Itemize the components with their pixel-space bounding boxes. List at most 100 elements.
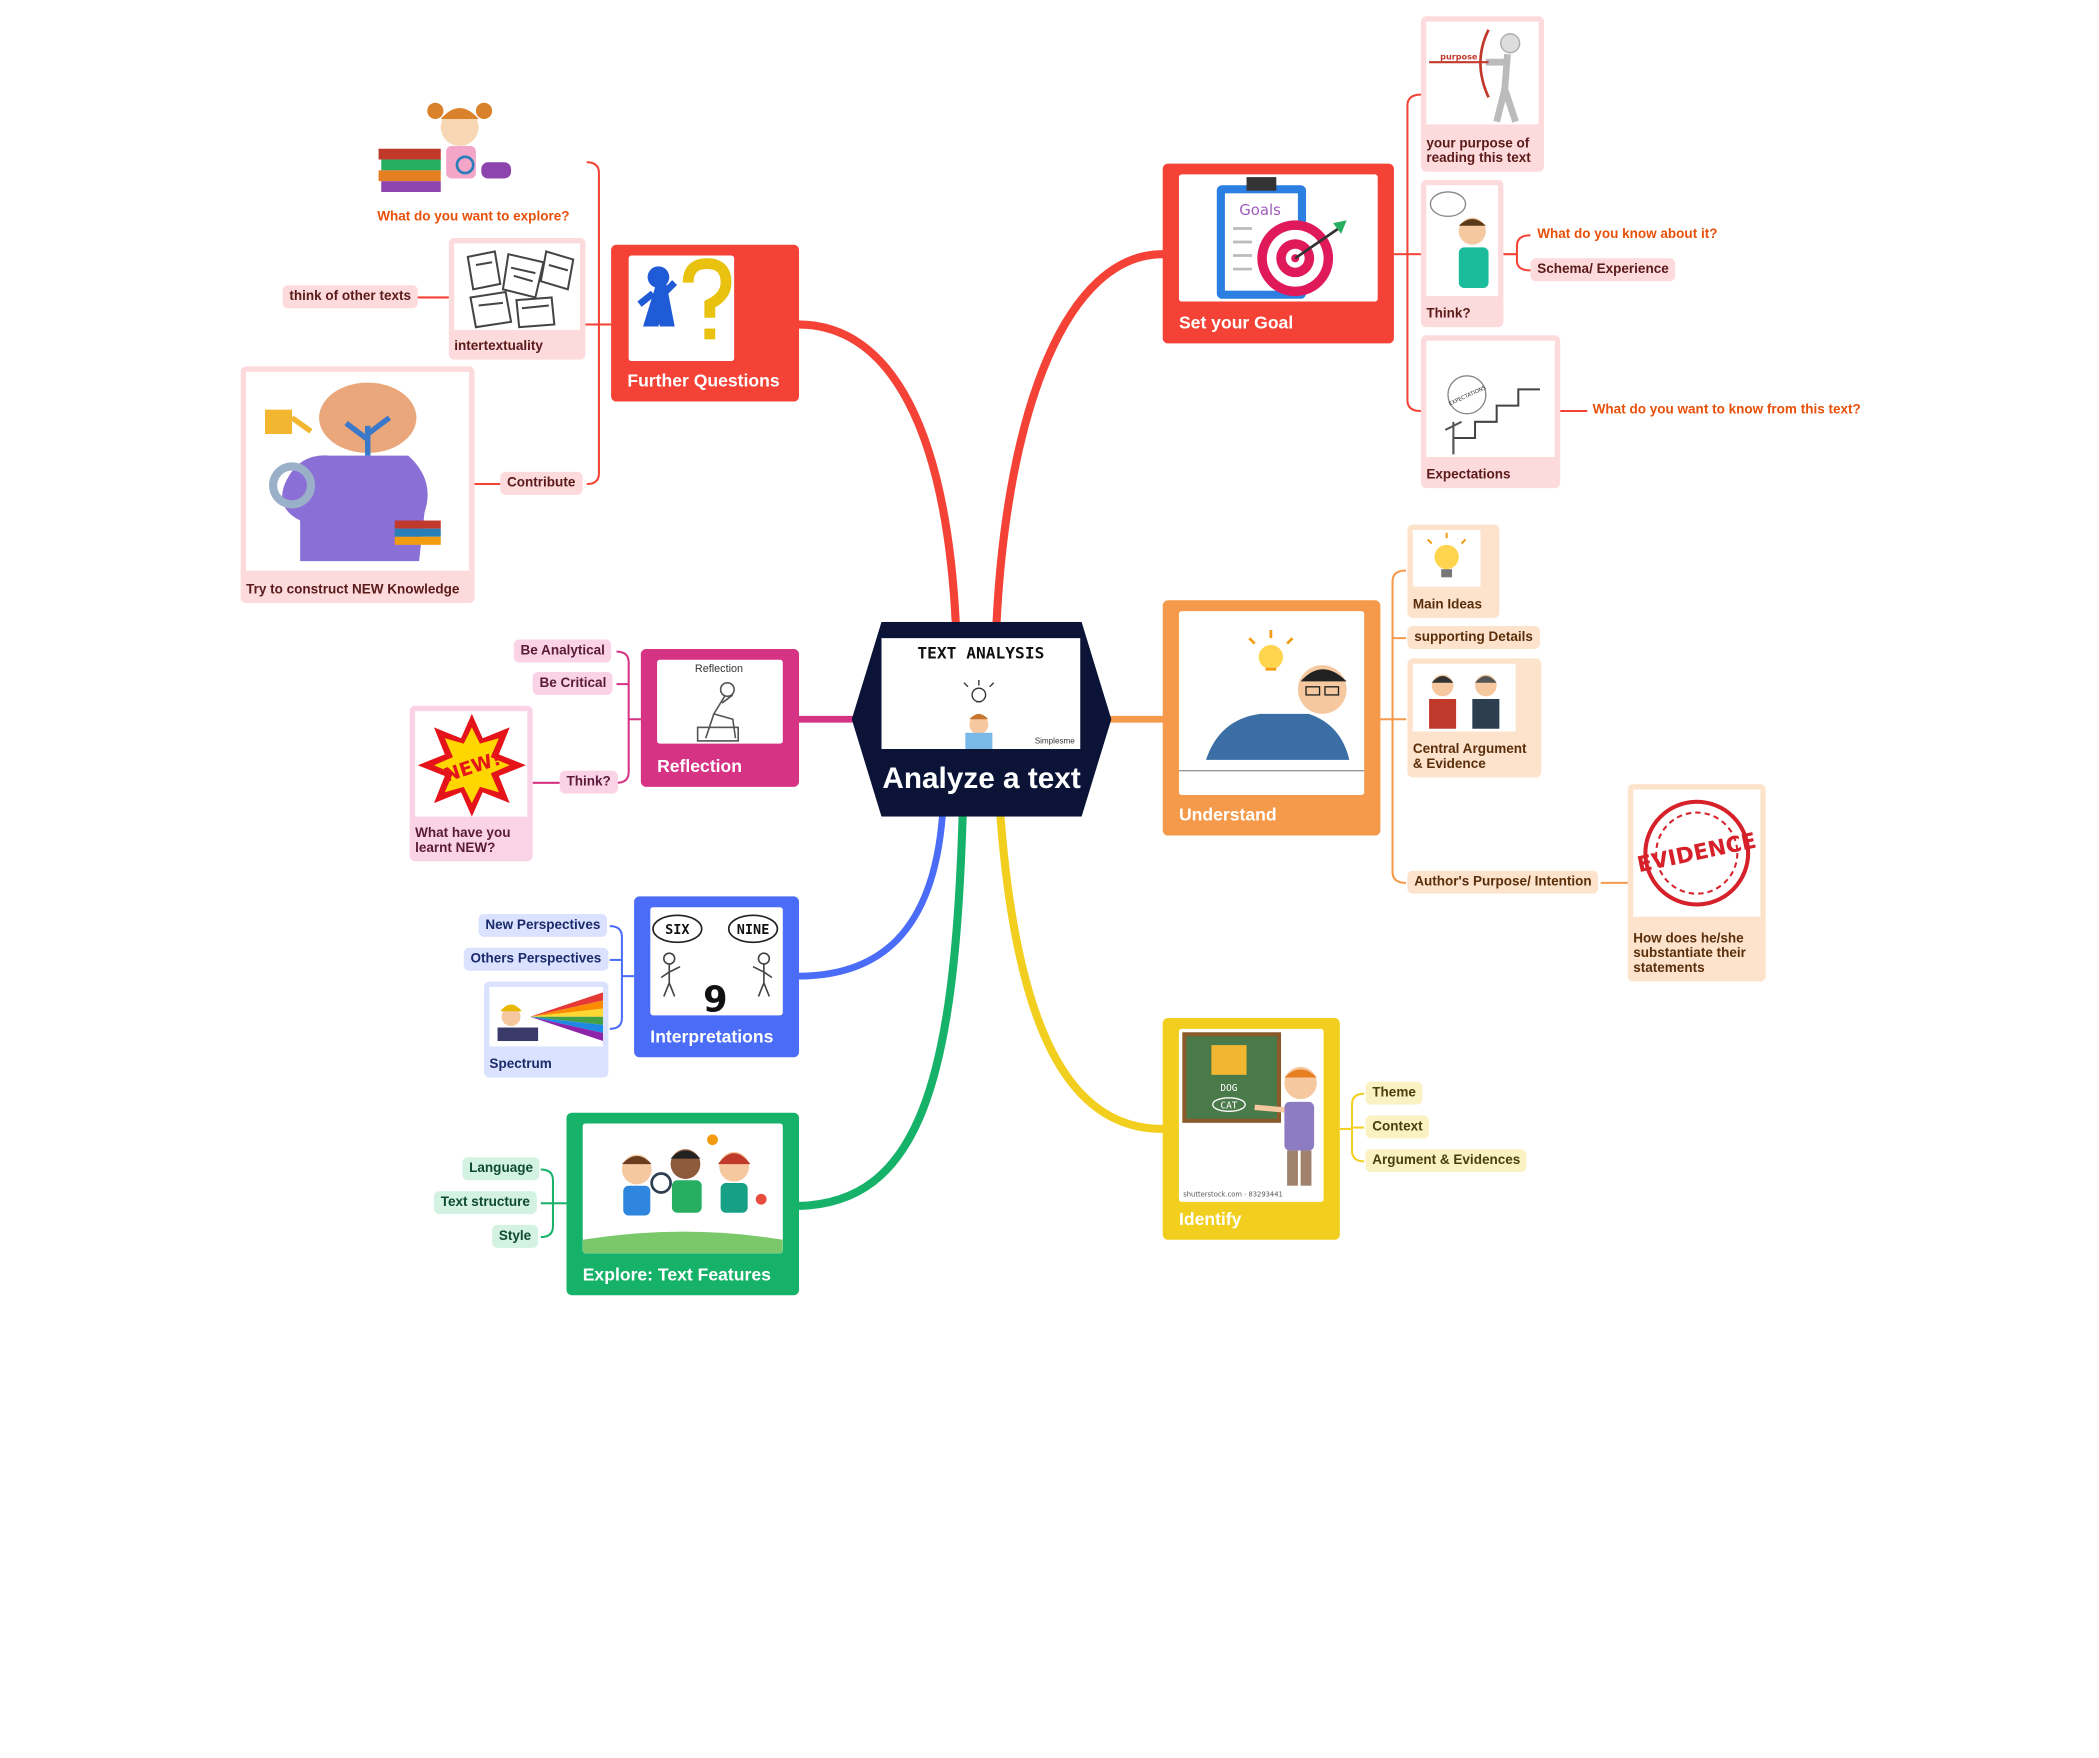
pill-text-structure[interactable]: Text structure [433,1191,537,1215]
kids-exploring-icon [582,1134,783,1254]
node-further-questions[interactable]: Further Questions [611,244,800,402]
interpretations-image: SIX NINE 6 [650,907,783,1016]
thinker-statue-icon [696,681,740,742]
further-questions-title: Further Questions [627,370,780,391]
construct-knowledge-label: Try to construct NEW Knowledge [246,582,460,598]
main-ideas-image [1412,529,1481,587]
text-collage-icon [466,250,575,329]
person-question-mark-icon [637,258,732,340]
evidence-stamp-text: EVIDENCE [1635,829,1759,879]
goal-think-label: Think? [1426,306,1471,322]
cat-word: CAT [1220,1101,1237,1112]
card-main-ideas[interactable]: Main Ideas [1407,524,1500,618]
purpose-label: your purpose of reading this text [1426,136,1531,167]
pill-argument-evidences[interactable]: Argument & Evidences [1365,1149,1528,1173]
note-know-from-text[interactable]: What do you want to know from this text? [1592,402,1861,418]
evidence-stamp-icon: EVIDENCE [1635,799,1759,907]
pill-others-perspectives[interactable]: Others Perspectives [463,947,609,971]
central-argument-label: Central Argument & Evidence [1412,742,1527,772]
branch-line-further-questions [793,320,960,629]
note-know-about[interactable]: What do you know about it? [1537,227,1718,243]
card-central-argument[interactable]: Central Argument & Evidence [1407,658,1542,778]
set-goal-title: Set your Goal [1178,312,1294,333]
boy-chalkboard-icon: DOG CAT shutterstock.com · 83293441 [1182,1032,1317,1199]
spectrum-label: Spectrum [489,1057,552,1073]
reflection-title: Reflection [657,755,743,777]
pill-new-perspectives[interactable]: New Perspectives [478,913,608,937]
understand-image [1178,611,1365,795]
reflection-image-caption: Reflection [694,662,744,675]
card-construct-knowledge[interactable]: Try to construct NEW Knowledge [240,366,475,603]
note-explore-question[interactable]: What do you want to explore? [377,209,570,225]
archer-purpose-icon: purpose [1429,29,1521,123]
card-purpose[interactable]: purpose your purpose of reading this tex… [1420,16,1544,172]
identify-image: DOG CAT shutterstock.com · 83293441 [1178,1028,1324,1202]
six-nine-perspective-icon: SIX NINE 6 [652,914,779,1016]
pill-language[interactable]: Language [462,1157,540,1181]
spectrum-image [489,986,603,1047]
pill-be-analytical[interactable]: Be Analytical [513,639,612,663]
intertextuality-image [454,243,581,330]
node-interpretations[interactable]: SIX NINE 6 Interpretations [634,896,800,1058]
pill-supporting-details[interactable]: supporting Details [1407,625,1540,649]
card-substantiate[interactable]: EVIDENCE How does he/she substantiate th… [1627,784,1766,982]
central-title: Analyze a text [882,761,1081,795]
six-label: SIX [665,922,689,938]
thinking-man-lightbulb-icon [1178,630,1365,772]
main-idea-lightbulb-icon [1426,532,1467,578]
pill-think-other-texts[interactable]: think of other texts [282,285,418,309]
reflection-image: Reflection [657,659,783,744]
central-image-caption: TEXT ANALYSIS [917,643,1045,663]
reader-with-lightbulb-icon [963,680,995,750]
learnt-new-image: NEW! [415,711,528,817]
interpretations-title: Interpretations [650,1026,774,1047]
node-reflection[interactable]: Reflection Reflection [640,648,800,787]
central-image-logo: Simplesme [1034,738,1075,747]
nine-label: NINE [737,922,770,938]
understand-title: Understand [1178,804,1277,825]
main-ideas-label: Main Ideas [1412,597,1482,613]
pill-authors-purpose[interactable]: Author's Purpose/ Intention [1407,870,1599,894]
expectations-image: EXPECTATIONS [1426,340,1555,457]
pill-reflection-think[interactable]: Think? [559,770,618,794]
identify-image-credit: shutterstock.com · 83293441 [1183,1191,1283,1199]
goals-clipboard-target-icon: Goals [1216,177,1347,299]
explore-title: Explore: Text Features [582,1264,771,1285]
dog-word: DOG [1220,1083,1237,1094]
branch-line-set-goal [992,250,1167,629]
new-starburst-icon: NEW! [417,713,526,817]
node-explore-text-features[interactable]: Explore: Text Features [566,1112,800,1296]
purpose-image-caption: purpose [1440,51,1478,61]
substantiate-image: EVIDENCE [1633,789,1761,917]
svg-text:6: 6 [703,977,727,1016]
set-goal-image: Goals [1178,174,1378,302]
purpose-image: purpose [1426,21,1539,125]
pill-style[interactable]: Style [492,1224,538,1248]
node-set-your-goal[interactable]: Goals Set your Goal [1162,163,1394,344]
card-spectrum[interactable]: Spectrum [484,981,609,1078]
card-goal-think[interactable]: Think? [1420,179,1504,328]
card-expectations[interactable]: EXPECTATIONS Expectations [1420,335,1561,489]
central-topic[interactable]: TEXT ANALYSIS Simplesme Analyze a text [851,621,1112,817]
pill-schema[interactable]: Schema/ Experience [1530,258,1676,282]
girl-reading-books-icon [378,102,512,192]
explore-image [582,1123,783,1254]
pill-context[interactable]: Context [1365,1115,1430,1139]
node-understand[interactable]: Understand [1162,600,1381,836]
central-image: TEXT ANALYSIS Simplesme [881,638,1081,750]
arguing-people-icon [1429,674,1500,729]
card-learnt-new[interactable]: NEW! What have you learnt NEW? [409,705,533,862]
branch-line-identify [996,812,1167,1133]
pill-be-critical[interactable]: Be Critical [532,671,614,695]
pill-theme[interactable]: Theme [1365,1081,1423,1105]
pill-contribute[interactable]: Contribute [500,471,583,495]
identify-title: Identify [1178,1208,1242,1229]
substantiate-label: How does he/she substantiate their state… [1633,931,1746,977]
construct-knowledge-image [246,371,470,571]
card-intertextuality[interactable]: intertextuality [448,237,586,360]
node-identify[interactable]: DOG CAT shutterstock.com · 83293441 Iden… [1162,1018,1340,1240]
central-argument-image [1412,663,1516,732]
connector-lines [416,93,1628,1239]
intertextuality-label: intertextuality [454,339,543,355]
